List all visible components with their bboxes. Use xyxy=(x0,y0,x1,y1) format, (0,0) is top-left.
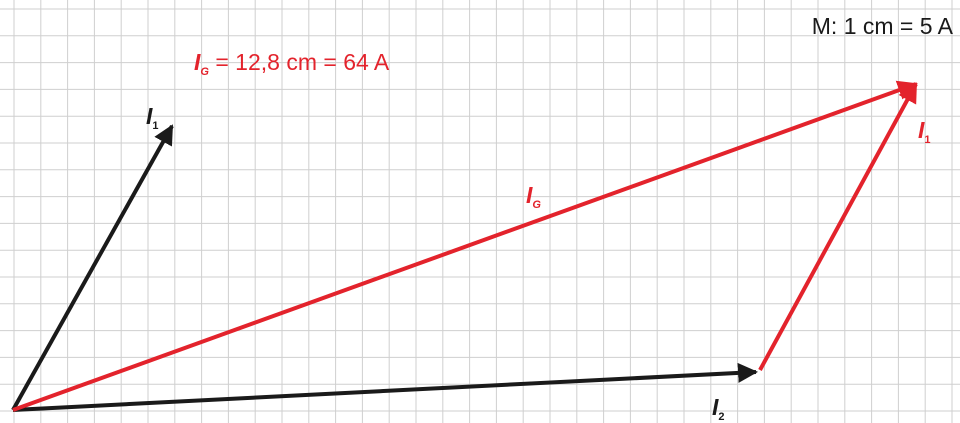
vector-i1-red xyxy=(758,82,918,371)
vector-i2-black xyxy=(12,362,758,412)
vector-ig-red xyxy=(12,80,918,412)
result-formula-symbol: I xyxy=(194,49,201,75)
vector-i1-black xyxy=(11,124,174,411)
scale-note: M: 1 cm = 5 A xyxy=(812,13,954,39)
label-i2-black: I2 xyxy=(712,394,725,423)
result-formula: IG = 12,8 cm = 64 A xyxy=(194,49,390,78)
label-i1-red: I1 xyxy=(918,117,931,146)
label-i1-black: I1 xyxy=(146,103,159,132)
result-formula-text: = 12,8 cm = 64 A xyxy=(209,49,390,75)
result-formula-subscript: G xyxy=(200,66,209,78)
label-ig-red: IG xyxy=(526,182,541,211)
